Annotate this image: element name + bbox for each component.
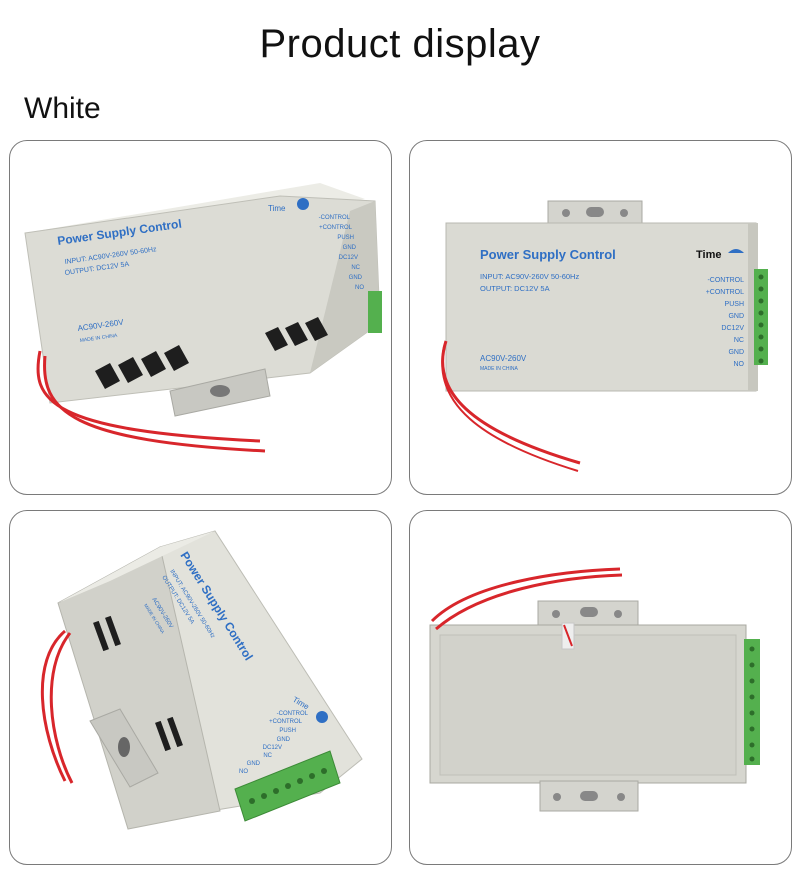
terminal-label: DC12V — [721, 325, 744, 332]
power-supply-image: Power Supply Control INPUT: AC90V-260V 5… — [40, 530, 363, 830]
terminal-label: GND — [343, 245, 357, 251]
terminal-label: PUSH — [337, 235, 354, 241]
terminal-label: GND — [349, 275, 363, 281]
terminal-label: NO — [239, 769, 248, 775]
terminal-label: +CONTROL — [319, 225, 353, 231]
made-in-label: MADE IN CHINA — [480, 366, 518, 372]
color-variant-label: White — [24, 92, 101, 125]
product-photo-angled-front: Power Supply Control INPUT: AC90V-260V 5… — [9, 140, 392, 495]
terminal-label: -CONTROL — [277, 711, 309, 717]
brand-label: Power Supply Control — [480, 247, 616, 262]
terminal-label: NC — [263, 753, 272, 759]
product-photo-angled-side: Power Supply Control INPUT: AC90V-260V 5… — [9, 510, 392, 865]
terminal-label: +CONTROL — [706, 289, 744, 296]
terminal-label: PUSH — [279, 728, 296, 734]
power-supply-image: Power Supply Control INPUT: AC90V-260V 5… — [441, 200, 768, 472]
power-supply-image — [429, 567, 760, 812]
voltage-range: AC90V-260V — [480, 354, 527, 363]
time-logo-icon — [316, 711, 328, 723]
terminal-label: GND — [728, 349, 744, 356]
time-logo-icon — [297, 198, 309, 210]
power-supply-image: Power Supply Control INPUT: AC90V-260V 5… — [24, 183, 382, 453]
terminal-label: +CONTROL — [269, 719, 303, 725]
terminal-label: -CONTROL — [319, 215, 351, 221]
time-label: Time — [696, 249, 721, 261]
terminal-label: NC — [734, 337, 744, 344]
time-logo-icon — [728, 249, 744, 253]
terminal-label: NO — [355, 285, 364, 291]
made-in-label: MADE IN CHINA — [79, 333, 118, 344]
terminal-label: DC12V — [263, 745, 282, 751]
terminal-label: DC12V — [339, 255, 358, 261]
product-photo-front: Power Supply Control INPUT: AC90V-260V 5… — [409, 140, 792, 495]
terminal-label: NO — [734, 361, 745, 368]
time-label: Time — [268, 204, 286, 213]
terminal-label: GND — [247, 761, 261, 767]
product-photo-back — [409, 510, 792, 865]
terminal-label: GND — [728, 313, 744, 320]
output-spec: OUTPUT: DC12V 5A — [480, 284, 550, 293]
terminal-label: PUSH — [725, 301, 744, 308]
page-title: Product display — [259, 22, 541, 66]
input-spec: INPUT: AC90V-260V 50-60Hz — [480, 272, 579, 281]
terminal-label: GND — [277, 737, 291, 743]
terminal-label: -CONTROL — [707, 277, 744, 284]
terminal-label: NC — [351, 265, 360, 271]
